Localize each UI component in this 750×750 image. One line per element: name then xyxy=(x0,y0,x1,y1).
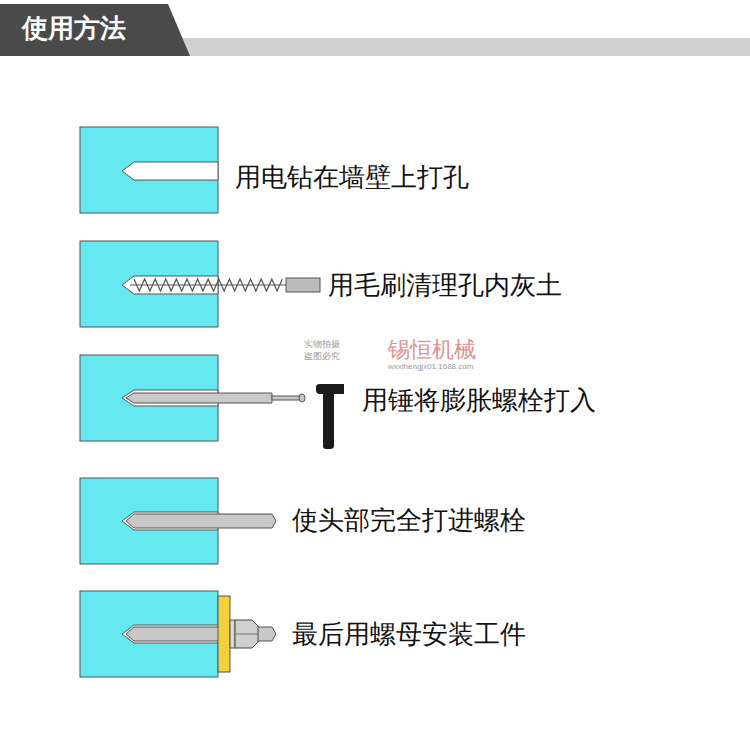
expansion-bolt xyxy=(126,393,272,403)
step-text: 最后用螺母安装工件 xyxy=(292,620,526,650)
wall xyxy=(80,127,218,213)
watermark: 实物拍摄 xyxy=(304,339,340,349)
wall xyxy=(80,241,218,327)
step-text: 用电钻在墙壁上打孔 xyxy=(235,163,469,193)
section-title: 使用方法 xyxy=(22,14,126,44)
nut xyxy=(235,620,258,648)
workpiece xyxy=(218,596,230,672)
watermark: 锡恒机械 xyxy=(388,337,476,362)
step-text: 使头部完全打进螺栓 xyxy=(292,506,526,536)
brush-bristles xyxy=(130,279,286,291)
hammer xyxy=(316,384,344,449)
nut-edge xyxy=(235,634,258,635)
step-text: 用锤将膨胀螺栓打入 xyxy=(362,386,596,416)
watermark: wxxihengjx01.1688.com xyxy=(388,362,473,371)
bolt-head xyxy=(299,394,305,402)
drill-hole xyxy=(122,162,218,180)
watermark: 盗图必究 xyxy=(304,351,340,361)
header-tab xyxy=(0,4,190,56)
expansion-bolt xyxy=(126,514,276,528)
step-text: 用毛刷清理孔内灰土 xyxy=(328,271,562,301)
brush-wire xyxy=(130,285,286,286)
brush-handle xyxy=(286,278,320,292)
washer xyxy=(230,620,235,648)
bolt-pin xyxy=(272,396,300,400)
